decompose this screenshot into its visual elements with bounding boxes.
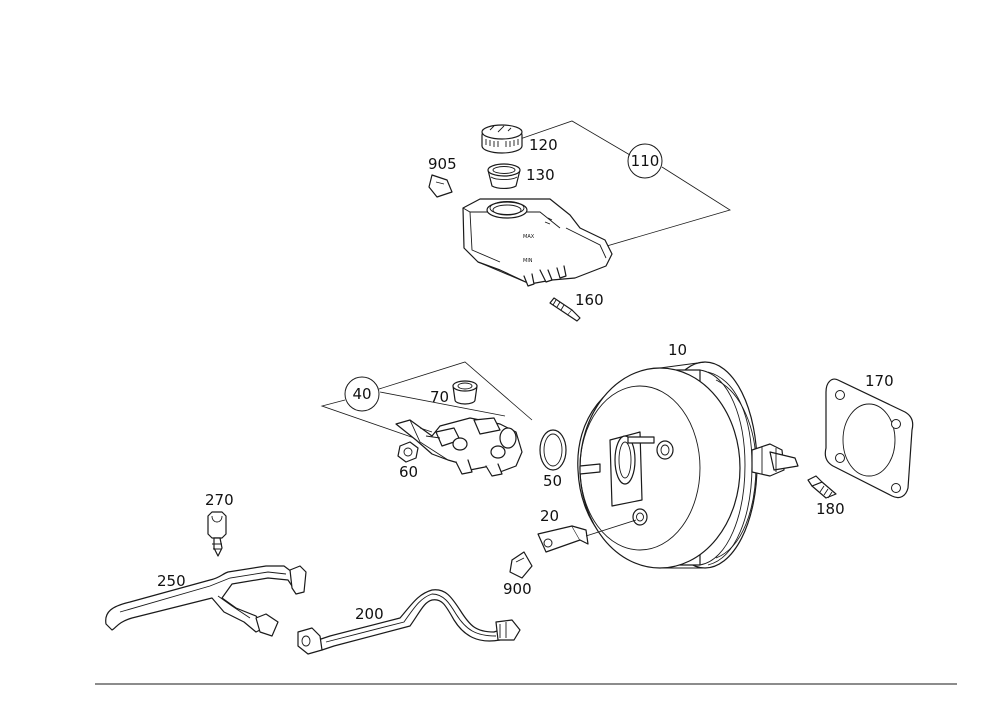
label-270: 270 bbox=[205, 491, 234, 509]
brake-master-cylinder[interactable] bbox=[395, 417, 523, 477]
label-900: 900 bbox=[503, 580, 532, 598]
vacuum-check-valve[interactable] bbox=[537, 519, 637, 553]
label-60: 60 bbox=[399, 463, 418, 481]
booster-gasket[interactable] bbox=[824, 378, 914, 499]
level-sensor-plug[interactable] bbox=[549, 297, 581, 322]
label-160: 160 bbox=[575, 291, 604, 309]
callout-label-40: 40 bbox=[352, 385, 371, 403]
label-10: 10 bbox=[668, 341, 687, 359]
callout-label-110: 110 bbox=[631, 152, 660, 170]
o-ring[interactable] bbox=[539, 429, 567, 471]
svg-text:MIN: MIN bbox=[523, 258, 533, 264]
booster-bolt[interactable] bbox=[807, 475, 837, 499]
svg-text:MAX: MAX bbox=[523, 234, 535, 240]
label-120: 120 bbox=[529, 136, 558, 154]
vacuum-hose-200[interactable] bbox=[297, 589, 521, 655]
label-130: 130 bbox=[526, 166, 555, 184]
mounting-nut[interactable] bbox=[397, 441, 419, 463]
label-200: 200 bbox=[355, 605, 384, 623]
brake-fluid-reservoir[interactable]: MAX MIN bbox=[462, 198, 613, 287]
reservoir-seal[interactable] bbox=[487, 163, 521, 190]
hose-clip[interactable] bbox=[207, 511, 227, 557]
label-180: 180 bbox=[816, 500, 845, 518]
vacuum-hose-250[interactable] bbox=[105, 565, 307, 637]
reservoir-cap[interactable] bbox=[481, 124, 523, 154]
label-905: 905 bbox=[428, 155, 457, 173]
group-callout-110[interactable]: 110 bbox=[627, 143, 663, 179]
label-170: 170 bbox=[865, 372, 894, 390]
reservoir-grommet[interactable] bbox=[452, 380, 478, 405]
warning-label-tag[interactable] bbox=[428, 174, 453, 198]
group-callout-40[interactable]: 40 bbox=[344, 376, 380, 412]
label-50: 50 bbox=[543, 472, 562, 490]
brake-booster[interactable] bbox=[577, 361, 799, 569]
label-70: 70 bbox=[430, 388, 449, 406]
valve-tag[interactable] bbox=[509, 551, 533, 579]
label-20: 20 bbox=[540, 507, 559, 525]
label-250: 250 bbox=[157, 572, 186, 590]
